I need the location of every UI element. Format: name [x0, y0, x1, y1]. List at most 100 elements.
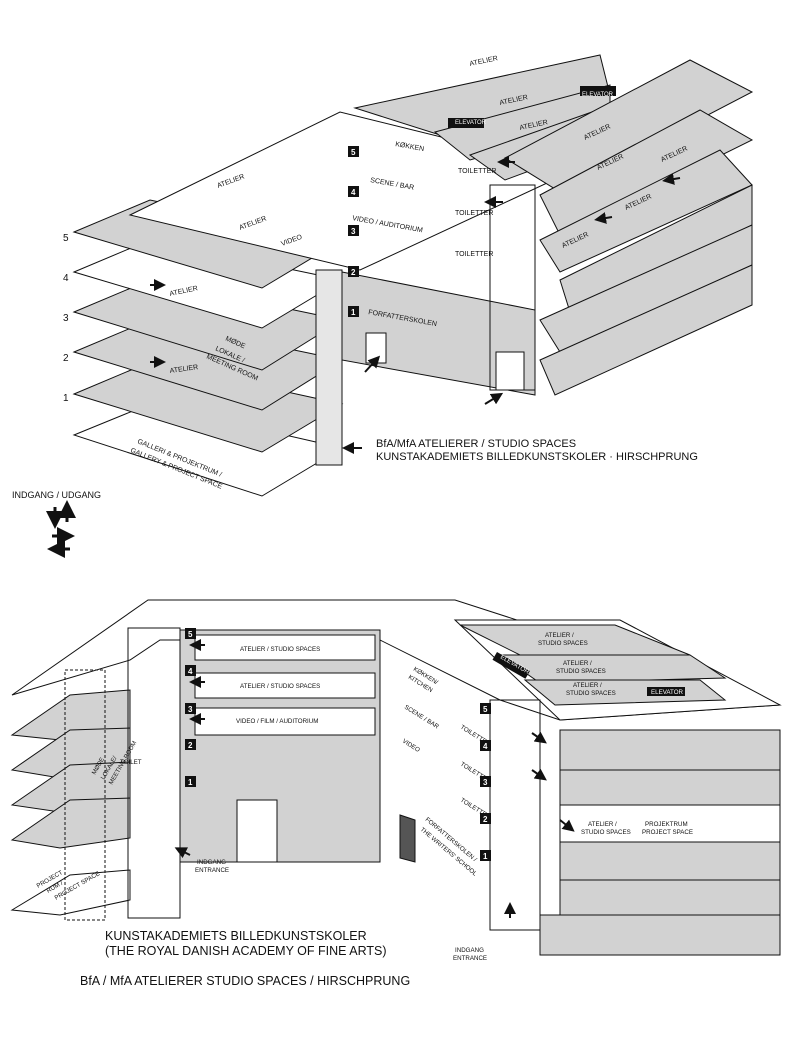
bottom-title-line2: (THE ROYAL DANISH ACADEMY OF FINE ARTS)	[105, 944, 387, 958]
top-title-line2: KUNSTAKADEMIETS BILLEDKUNSTSKOLER · HIRS…	[376, 451, 698, 463]
badge-3: 3	[351, 227, 356, 236]
top-entrance-door	[365, 332, 387, 364]
left-stair-tower	[127, 627, 181, 919]
arrow-icon	[662, 173, 681, 185]
label-indgang: INDGANG	[197, 859, 226, 866]
arrow-icon	[174, 847, 191, 859]
top-axonometric	[72, 54, 754, 497]
legend-title: INDGANG / UDGANG	[12, 490, 101, 500]
right-floor-b	[559, 769, 781, 806]
left-floor-5	[10, 689, 131, 741]
label-atelier: ATELIER	[169, 364, 198, 375]
badge-4: 4	[188, 667, 193, 676]
label-atelier-1: ATELIER /	[545, 632, 574, 639]
top-badges: 5 4 3 2 1	[348, 146, 359, 317]
label-elevator: ELEVATOR	[651, 689, 684, 696]
right-5	[503, 59, 754, 193]
label-toiletter: TOILETTER	[458, 168, 496, 175]
entrance-legend: INDGANG / UDGANG	[12, 490, 101, 558]
badge-1: 1	[351, 308, 356, 317]
badge-2: 2	[188, 741, 193, 750]
badge-1: 1	[188, 778, 193, 787]
bottom-badges-left: 5 4 3 2 1	[185, 628, 196, 787]
elevator-block	[492, 651, 530, 679]
badge-5: 5	[351, 148, 356, 157]
label-projektrum-1: PROJEKTRUM	[645, 821, 688, 828]
bottom-axonometric	[10, 599, 782, 956]
floor-number-1: 1	[63, 393, 69, 404]
badge-5: 5	[483, 705, 488, 714]
badge-3: 3	[188, 705, 193, 714]
badge-3: 3	[483, 778, 488, 787]
right-floor-f	[539, 914, 781, 956]
label-atelier: ATELIER	[469, 55, 498, 68]
bottom-title-line1: KUNSTAKADEMIETS BILLEDKUNSTSKOLER	[105, 929, 367, 943]
floor-number-4: 4	[63, 273, 69, 284]
label-studio-2: STUDIO SPACES	[581, 829, 631, 836]
label-atelier-1: ATELIER /	[573, 682, 602, 689]
top-floor-numbers: 5 4 3 2 1	[63, 233, 69, 404]
front-face	[341, 271, 536, 396]
label-elevator: ELEVATOR	[582, 92, 614, 98]
top-arrows	[150, 156, 681, 454]
label-studio-2: STUDIO SPACES	[538, 640, 588, 647]
label-atelier-1: ATELIER /	[588, 821, 617, 828]
bottom-subtitle: BfA / MfA ATELIERER STUDIO SPACES / HIRS…	[80, 974, 410, 988]
floor-number-3: 3	[63, 313, 69, 324]
floor-number-2: 2	[63, 353, 69, 364]
band-3	[194, 707, 376, 736]
label-toilet: TOILET	[120, 759, 142, 766]
band-4	[194, 672, 376, 699]
left-floor-1	[10, 869, 131, 916]
bottom-badges-right: 5 4 3 2 1	[480, 703, 491, 861]
band-5	[194, 634, 376, 661]
badge-5: 5	[188, 630, 193, 639]
stair-column	[315, 269, 343, 466]
arrow-icon	[531, 768, 547, 781]
label-projektrum-2: PROJECT SPACE	[642, 829, 693, 836]
courtyard-door	[236, 799, 278, 863]
courtyard-wall	[179, 629, 381, 863]
elevator-block-2	[580, 86, 616, 96]
left-floor-2	[10, 797, 131, 849]
label-elevator: ELEVATOR	[455, 120, 487, 126]
label-atelier-studio: ATELIER / STUDIO SPACES	[240, 646, 320, 653]
right-top-2	[498, 654, 727, 684]
right-0	[539, 264, 753, 396]
badge-4: 4	[483, 742, 488, 751]
label-scene-bar: SCENE / BAR	[403, 704, 440, 731]
badge-2: 2	[351, 268, 356, 277]
badge-4: 4	[351, 188, 356, 197]
arrow-icon	[559, 819, 575, 832]
label-entrance: ENTRANCE	[195, 867, 229, 874]
label-entrance: ENTRANCE	[453, 955, 487, 962]
project-space-outline	[64, 669, 106, 921]
bottom-arrows	[174, 639, 575, 918]
right-floor-e	[559, 879, 781, 916]
badge-1: 1	[483, 852, 488, 861]
right-floor-d	[559, 841, 781, 881]
label-atelier-1: ATELIER /	[563, 660, 592, 667]
label-indgang: INDGANG	[455, 947, 484, 954]
label-video-film: VIDEO / FILM / AUDITORIUM	[236, 718, 318, 725]
elevator-block	[647, 687, 685, 696]
label-studio-2: STUDIO SPACES	[566, 690, 616, 697]
floor-number-5: 5	[63, 233, 69, 244]
label-toiletter: TOILETTER	[455, 210, 493, 217]
label-studio-2: STUDIO SPACES	[556, 668, 606, 675]
arrow-icon	[594, 212, 613, 224]
arrow-icon	[531, 731, 547, 744]
label-toiletter: TOILETTER	[455, 251, 493, 258]
label-atelier-studio: ATELIER / STUDIO SPACES	[240, 683, 320, 690]
top-title-line1: BfA/MfA ATELIERER / STUDIO SPACES	[376, 438, 576, 450]
label-video: VIDEO	[401, 738, 421, 754]
label-kokken: KØKKEN	[395, 141, 425, 153]
right-floor-a	[559, 729, 781, 771]
arrow-icon	[484, 392, 504, 405]
side-door	[399, 814, 416, 863]
right-top-3	[523, 679, 727, 706]
elevator-block-1	[448, 118, 484, 128]
right-4	[539, 109, 754, 236]
badge-2: 2	[483, 815, 488, 824]
